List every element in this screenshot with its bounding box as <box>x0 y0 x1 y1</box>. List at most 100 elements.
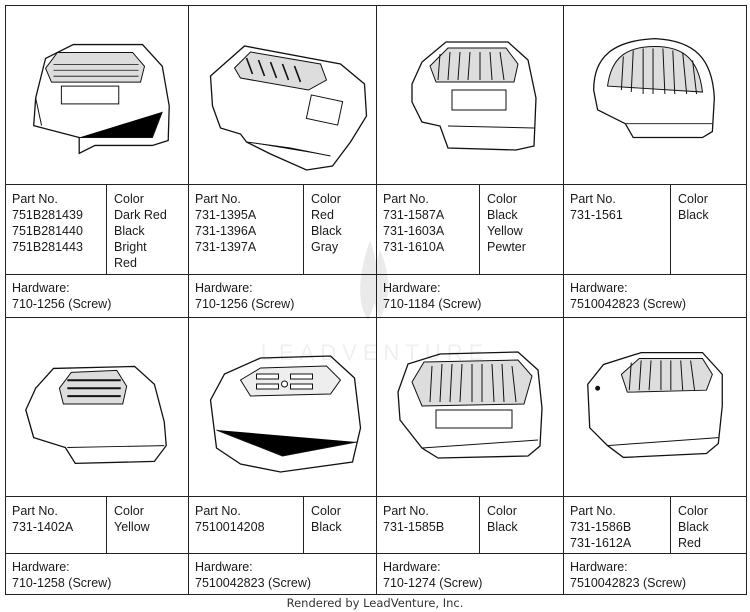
part-number: 731-1561 <box>570 208 623 222</box>
part-image <box>189 6 376 185</box>
hardware-value: 7510042823 (Screw) <box>195 576 312 590</box>
hardware-value: 7510042823 (Screw) <box>570 576 687 590</box>
part-number: 7510014208 <box>195 520 265 534</box>
hardware-label: Hardware: <box>570 560 628 574</box>
color-value: Black <box>487 520 518 534</box>
color-value: Pewter <box>487 240 526 254</box>
column-divider <box>106 496 107 553</box>
color-value: Black <box>678 208 709 222</box>
color-label: Color <box>311 504 341 518</box>
color-label: Color <box>678 192 708 206</box>
hardware-value: 710-1274 (Screw) <box>383 576 483 590</box>
color-value: Gray <box>311 240 339 254</box>
color-value: Yellow <box>487 224 523 238</box>
column-divider <box>106 184 107 274</box>
part-number: 731-1585B <box>383 520 445 534</box>
hardware-value: 7510042823 (Screw) <box>570 297 687 311</box>
part-image <box>189 318 376 497</box>
color-value: Black <box>311 224 342 238</box>
part-no-label: Part No. <box>195 504 241 518</box>
part-image <box>377 6 563 185</box>
part-number: 731-1402A <box>12 520 74 534</box>
engine-shroud-cover-drawing <box>33 43 170 155</box>
column-divider <box>479 184 480 274</box>
part-image <box>377 318 563 497</box>
part-number: 751B281440 <box>12 224 83 238</box>
engine-shroud-cover-drawing <box>411 41 537 151</box>
engine-shroud-cover-drawing <box>209 45 368 171</box>
part-no-label: Part No. <box>383 504 429 518</box>
color-label: Color <box>311 192 341 206</box>
color-label: Color <box>114 504 144 518</box>
part-numbers: Part No.731-1561 <box>570 191 623 223</box>
color-value: Red <box>114 256 137 270</box>
hardware-label: Hardware: <box>195 560 253 574</box>
part-number: 731-1587A <box>383 208 445 222</box>
hardware-info: Hardware:710-1256 (Screw) <box>195 280 294 312</box>
color-value: Red <box>311 208 334 222</box>
column-divider <box>303 496 304 553</box>
hardware-label: Hardware: <box>383 560 441 574</box>
column-divider <box>670 184 671 274</box>
part-number: 751B281443 <box>12 240 83 254</box>
part-numbers: Part No.731-1402A <box>12 503 73 535</box>
part-image <box>564 6 746 185</box>
hardware-label: Hardware: <box>12 560 70 574</box>
part-number: 731-1395A <box>195 208 257 222</box>
hardware-info: Hardware:7510042823 (Screw) <box>570 280 686 312</box>
engine-shroud-cover-drawing <box>25 365 167 465</box>
part-image <box>6 318 188 497</box>
color-value: Dark Red <box>114 208 167 222</box>
part-number: 731-1397A <box>195 240 257 254</box>
color-value: Yellow <box>114 520 150 534</box>
part-number: 731-1396A <box>195 224 257 238</box>
color-value: Bright <box>114 240 147 254</box>
part-number: 731-1586B <box>570 520 632 534</box>
part-numbers: Part No. 7510014208 <box>195 503 265 535</box>
color-label: Color <box>487 192 517 206</box>
engine-shroud-cover-drawing <box>587 351 723 459</box>
hardware-label: Hardware: <box>383 281 441 295</box>
engine-shroud-cover-drawing <box>397 351 543 459</box>
engine-shroud-cover-drawing <box>209 355 362 473</box>
column-divider <box>670 496 671 553</box>
hardware-value: 710-1184 (Screw) <box>383 297 482 311</box>
hardware-label: Hardware: <box>12 281 70 295</box>
part-no-label: Part No. <box>383 192 429 206</box>
engine-shroud-cover-drawing <box>593 37 715 139</box>
hardware-value: 710-1258 (Screw) <box>12 576 112 590</box>
column-divider <box>303 184 304 274</box>
hardware-value: 710-1256 (Screw) <box>12 297 112 311</box>
part-number: 731-1612A <box>570 536 632 550</box>
part-numbers: Part No. 731-1585B <box>383 503 444 535</box>
column-divider <box>479 496 480 553</box>
hardware-info: Hardware: 710-1274 (Screw) <box>383 559 482 591</box>
color-value: Black <box>311 520 342 534</box>
hardware-info: Hardware: 710-1184 (Screw) <box>383 280 481 312</box>
part-no-label: Part No. <box>570 504 616 518</box>
color-value: Red <box>678 536 701 550</box>
hardware-info: Hardware: 7510042823 (Screw) <box>195 559 311 591</box>
